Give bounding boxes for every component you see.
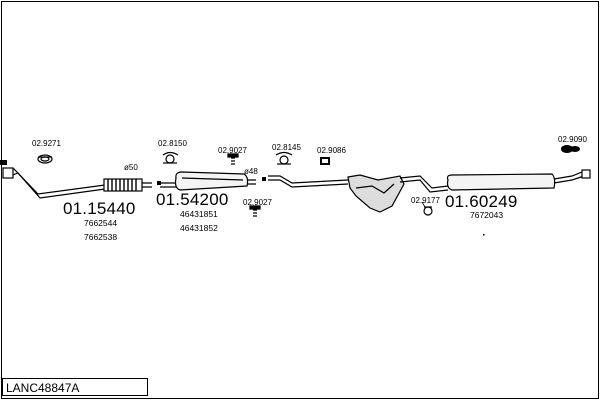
front-pipe: [2, 167, 152, 199]
part-ref-1b: 7662538: [84, 232, 118, 242]
diameter-label-d2: ø48: [244, 167, 258, 176]
drawing-title: LANC48847A: [2, 378, 148, 396]
fitting-label-f4: 02.9027: [243, 198, 272, 207]
clamp-icon-02-9271: [37, 154, 53, 164]
dot: [483, 234, 485, 236]
hanger-icon-02-9086: [320, 157, 330, 165]
fitting-label-f3: 02.9027: [218, 146, 247, 155]
rear-silencer: [446, 169, 591, 191]
part-ref-2b: 46431852: [180, 223, 218, 233]
clamp-icon-02-9177: [423, 206, 433, 216]
part-number-3: 01.60249: [445, 192, 518, 211]
clamp-icon-02-9090: [561, 145, 580, 153]
part-number-1: 01.15440: [63, 199, 136, 218]
diameter-label-d1: ø50: [124, 163, 138, 172]
fitting-label-f5: 02.8145: [272, 143, 301, 152]
middle-pipe: [268, 174, 449, 213]
leader-line: [421, 201, 426, 208]
clamp-icon-02-8145: [275, 151, 293, 165]
clamp-icon-02-8150: [162, 151, 179, 164]
fitting-label-f6: 02.9086: [317, 146, 346, 155]
part-ref-3a: 7672043: [470, 210, 504, 220]
fitting-label-f8: 02.9090: [558, 135, 587, 144]
bolt-icon-02-9027-b: [249, 205, 261, 217]
part-number-2: 01.54200: [156, 190, 229, 209]
part-ref-2a: 46431851: [180, 209, 218, 219]
fitting-label-f7: 02.9177: [411, 196, 440, 205]
pipe-end-marker-left: [0, 160, 7, 165]
fitting-label-f1: 02.9271: [32, 139, 61, 148]
intermediate-silencer: [160, 171, 256, 191]
joint-marker-2: [262, 177, 266, 181]
part-ref-1a: 7662544: [84, 218, 118, 228]
fitting-label-f2: 02.8150: [158, 139, 187, 148]
joint-marker-1: [157, 181, 161, 185]
bolt-icon-02-9027-a: [227, 153, 239, 165]
